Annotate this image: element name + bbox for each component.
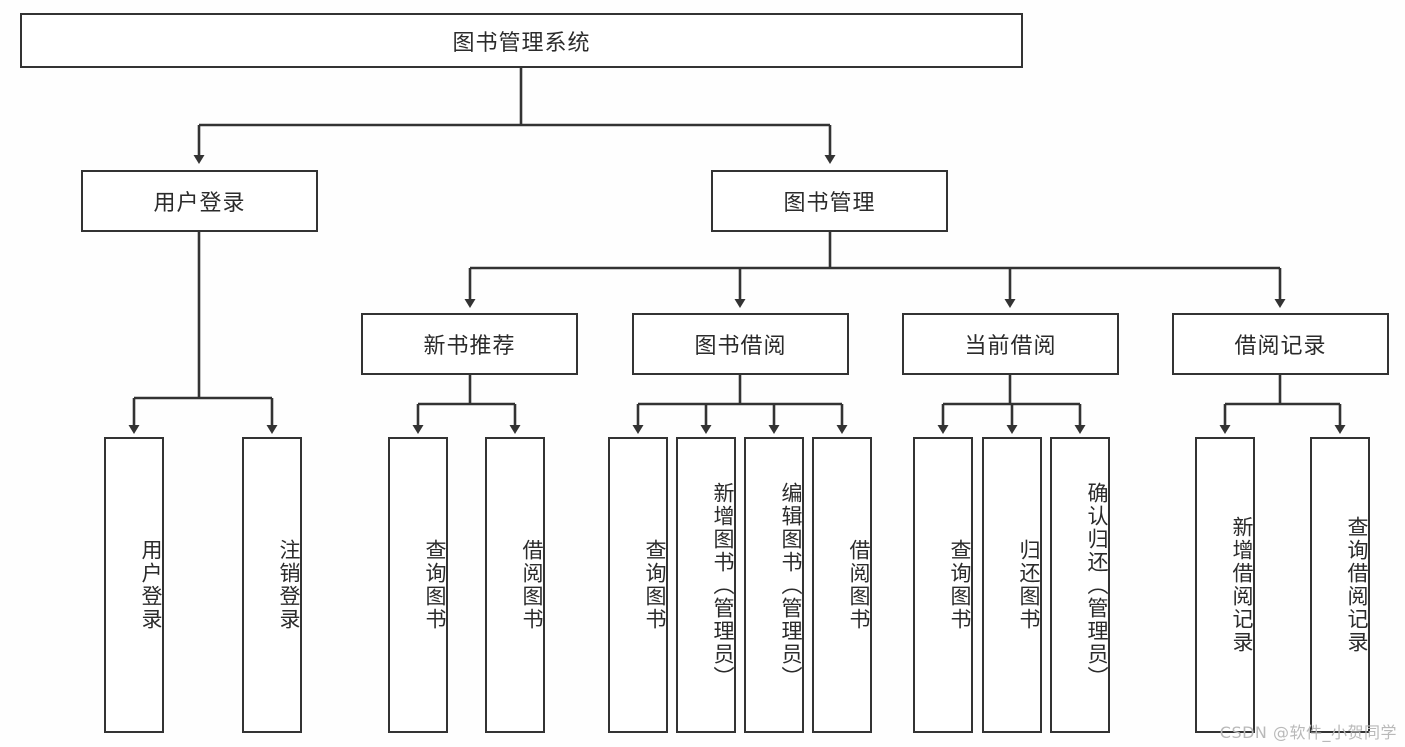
leaf-label: 借阅图书 (847, 539, 871, 631)
leaf-recommend-borrow-book[interactable]: 借阅图书 (485, 437, 545, 733)
leaf-label: 查询借阅记录 (1345, 516, 1369, 654)
node-borrow-record[interactable]: 借阅记录 (1172, 313, 1389, 375)
leaf-label: 新增图书（管理员） (711, 481, 735, 689)
node-user-login-label: 用户登录 (153, 191, 246, 216)
leaf-label: 查询图书 (643, 539, 667, 631)
leaf-label: 编辑图书（管理员） (779, 481, 803, 689)
node-current-borrow-label: 当前借阅 (964, 334, 1057, 359)
node-user-login[interactable]: 用户登录 (81, 170, 318, 232)
node-new-book-recommend-label: 新书推荐 (423, 334, 516, 359)
node-root[interactable]: 图书管理系统 (20, 13, 1023, 68)
leaf-label: 确认归还（管理员） (1085, 481, 1109, 689)
leaf-borrow-edit-book[interactable]: 编辑图书（管理员） (744, 437, 804, 733)
leaf-user-login-logout[interactable]: 注销登录 (242, 437, 302, 733)
leaf-borrow-add-book[interactable]: 新增图书（管理员） (676, 437, 736, 733)
leaf-current-query-book[interactable]: 查询图书 (913, 437, 973, 733)
node-borrow-record-label: 借阅记录 (1234, 334, 1327, 359)
leaf-record-add-record[interactable]: 新增借阅记录 (1195, 437, 1255, 733)
node-book-borrow[interactable]: 图书借阅 (632, 313, 849, 375)
leaf-record-query-record[interactable]: 查询借阅记录 (1310, 437, 1370, 733)
node-book-borrow-label: 图书借阅 (694, 334, 787, 359)
leaf-current-confirm-return[interactable]: 确认归还（管理员） (1050, 437, 1110, 733)
leaf-label: 归还图书 (1017, 539, 1041, 631)
leaf-label: 查询图书 (423, 539, 447, 631)
node-new-book-recommend[interactable]: 新书推荐 (361, 313, 578, 375)
leaf-label: 用户登录 (139, 539, 163, 631)
node-root-label: 图书管理系统 (452, 30, 591, 56)
node-book-management[interactable]: 图书管理 (711, 170, 948, 232)
node-current-borrow[interactable]: 当前借阅 (902, 313, 1119, 375)
leaf-borrow-query-book[interactable]: 查询图书 (608, 437, 668, 733)
node-book-management-label: 图书管理 (783, 191, 876, 216)
watermark: CSDN @软件_小贺同学 (1219, 723, 1397, 742)
leaf-borrow-borrow-book[interactable]: 借阅图书 (812, 437, 872, 733)
leaf-label: 查询图书 (948, 539, 972, 631)
leaf-label: 借阅图书 (520, 539, 544, 631)
leaf-current-return-book[interactable]: 归还图书 (982, 437, 1042, 733)
leaf-user-login-login[interactable]: 用户登录 (104, 437, 164, 733)
leaf-label: 新增借阅记录 (1230, 516, 1254, 654)
leaf-recommend-query-book[interactable]: 查询图书 (388, 437, 448, 733)
leaf-label: 注销登录 (277, 539, 301, 631)
